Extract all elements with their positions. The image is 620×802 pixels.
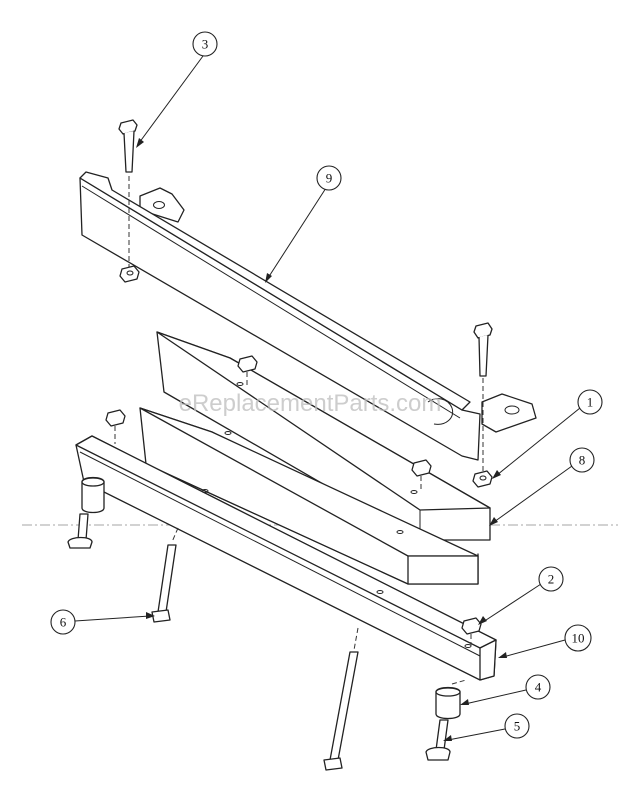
- svg-text:6: 6: [60, 615, 67, 630]
- hex-nut-block-right: [411, 459, 432, 492]
- leader-4: [464, 689, 527, 705]
- svg-text:8: 8: [579, 453, 586, 468]
- leader-6: [74, 615, 151, 622]
- callout-4: 4: [525, 674, 551, 700]
- svg-text:2: 2: [548, 572, 555, 587]
- callout-2: 2: [538, 566, 564, 592]
- hex-nut-block-left: [237, 355, 258, 386]
- hex-nut-top-left: [119, 265, 140, 283]
- hex-nut-channel-left: [105, 409, 126, 444]
- leader-1: [496, 407, 581, 476]
- svg-text:1: 1: [587, 395, 594, 410]
- svg-text:9: 9: [326, 171, 333, 186]
- svg-text:10: 10: [572, 631, 585, 646]
- mounting-bracket: [79, 171, 537, 461]
- callout-5: 5: [504, 713, 530, 739]
- callout-10: 10: [564, 624, 592, 652]
- svg-text:3: 3: [202, 37, 209, 52]
- arrowhead-3: [136, 138, 144, 148]
- arrowhead-8: [489, 517, 498, 526]
- hex-bolt-top-right: [473, 322, 493, 474]
- roller-right: [435, 679, 467, 720]
- svg-text:5: 5: [514, 719, 521, 734]
- arrowhead-10: [498, 652, 507, 658]
- carriage-bolt-left: [67, 513, 93, 549]
- hex-nut-channel-right: [461, 617, 482, 646]
- wear-block-lower: [139, 407, 479, 585]
- leader-5: [447, 728, 506, 741]
- callout-8: 8: [569, 447, 595, 473]
- leader-10: [502, 639, 566, 658]
- leader-8: [493, 465, 573, 523]
- arrowhead-9: [265, 273, 272, 283]
- callout-3: 3: [192, 31, 218, 57]
- svg-text:4: 4: [535, 680, 542, 695]
- callout-1: 1: [577, 389, 603, 415]
- arrowhead-5: [443, 735, 452, 741]
- long-bolt-bottom: [323, 627, 359, 771]
- hex-bolt-top-left: [118, 119, 138, 268]
- leader-3: [138, 55, 204, 144]
- leader-2: [482, 583, 542, 623]
- callout-9: 9: [316, 165, 342, 191]
- long-bolt-left: [151, 527, 179, 623]
- carriage-bolt-right: [425, 719, 451, 761]
- arrowhead-2: [478, 616, 487, 625]
- arrowhead-4: [460, 699, 469, 705]
- watermark: eReplacementParts.com: [179, 390, 442, 417]
- arrowhead-1: [492, 470, 501, 479]
- hex-nut-top-right: [472, 470, 493, 488]
- arrowhead-6: [146, 612, 155, 619]
- roller-left: [81, 476, 105, 514]
- callout-6: 6: [50, 609, 76, 635]
- leader-9: [267, 187, 327, 279]
- wear-block-upper: [156, 331, 491, 541]
